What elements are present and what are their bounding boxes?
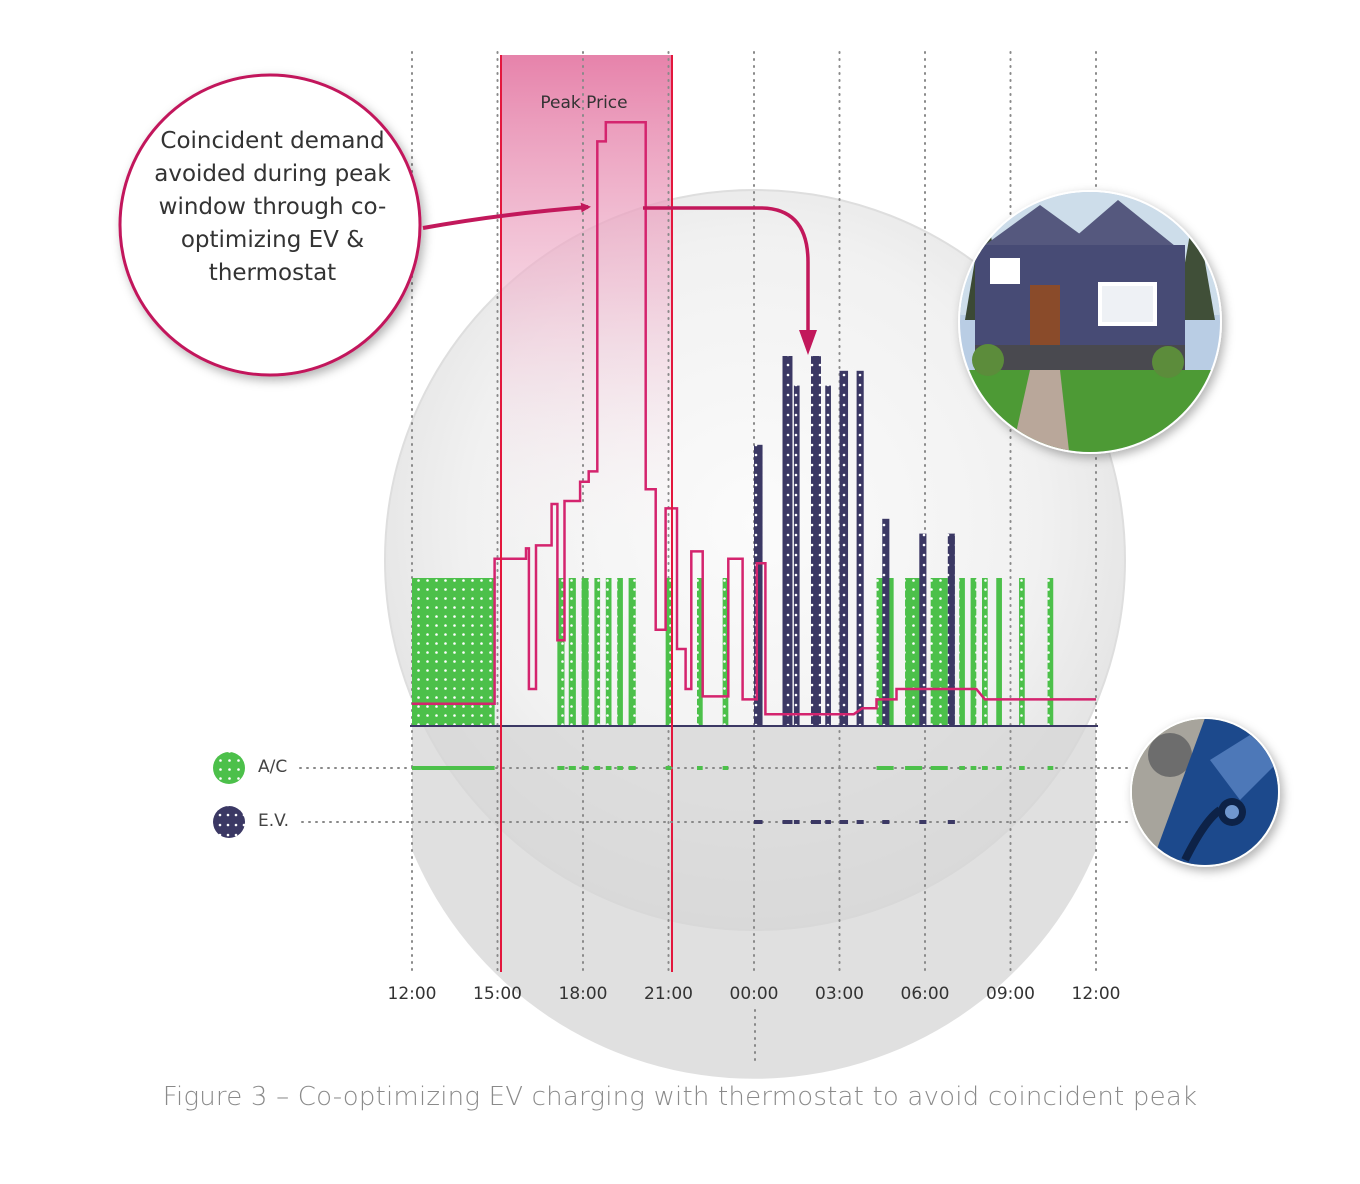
ac-bar (722, 578, 729, 726)
ac-bar (617, 578, 623, 726)
legend-ac-label: A/C (258, 757, 288, 777)
ac-bar (1047, 578, 1054, 726)
x-tick-label: 03:00 (815, 984, 864, 1004)
shift-arrow-head (799, 330, 817, 355)
x-tick-label: 12:00 (1071, 984, 1121, 1004)
ac-bar (970, 578, 977, 726)
ev-bar (839, 370, 849, 726)
ev-bar (782, 356, 793, 726)
x-tick-label: 21:00 (644, 984, 693, 1004)
ac-bar (959, 578, 965, 726)
ac-and-ev-charger-photo (1130, 717, 1280, 867)
peak-price-label: Peak Price (540, 93, 628, 113)
x-tick-label: 12:00 (387, 984, 437, 1004)
x-tick-label: 15:00 (473, 984, 522, 1004)
ac-bar (665, 578, 672, 726)
legend-ev-label: E.V. (258, 811, 289, 831)
callout-arrow (422, 202, 591, 230)
x-tick-label: 09:00 (986, 984, 1035, 1004)
ac-bar (996, 578, 1002, 726)
ac-bar (628, 578, 636, 726)
ev-bar (947, 533, 955, 726)
ac-bar (982, 578, 988, 726)
ac-bar (1019, 578, 1025, 726)
callout-text: Coincident demand avoided during peak wi… (154, 128, 391, 286)
ac-bar (594, 578, 601, 726)
ac-bar (568, 578, 576, 726)
ev-bar (793, 385, 800, 726)
ac-bar (930, 578, 948, 726)
lower-grey-band (412, 726, 1096, 1079)
shift-arrow (643, 206, 810, 340)
ac-bar (412, 578, 495, 726)
ev-bars (754, 356, 955, 726)
ev-bar (882, 518, 890, 726)
ev-bar (811, 356, 821, 726)
ev-bar (919, 533, 927, 726)
figure-caption: Figure 3 – Co-optimizing EV charging wit… (162, 1082, 1198, 1112)
timelines (411, 766, 1131, 824)
ev-bar (754, 444, 763, 726)
ac-bar (605, 578, 612, 726)
ac-bar (557, 578, 565, 726)
x-tick-label: 18:00 (558, 984, 608, 1004)
legend-ac-swatch (213, 752, 245, 784)
x-tick-label: 00:00 (729, 984, 779, 1004)
ev-bar (825, 385, 831, 726)
peak-price-band (501, 55, 672, 565)
total-load-line (412, 120, 1096, 716)
x-tick-label: 06:00 (900, 984, 950, 1004)
ac-bar (697, 578, 703, 726)
house-photo (958, 190, 1222, 454)
ev-bar (856, 370, 864, 726)
ac-bar (581, 578, 589, 726)
legend-ev-swatch (213, 806, 245, 838)
callout-bubble (118, 73, 422, 377)
